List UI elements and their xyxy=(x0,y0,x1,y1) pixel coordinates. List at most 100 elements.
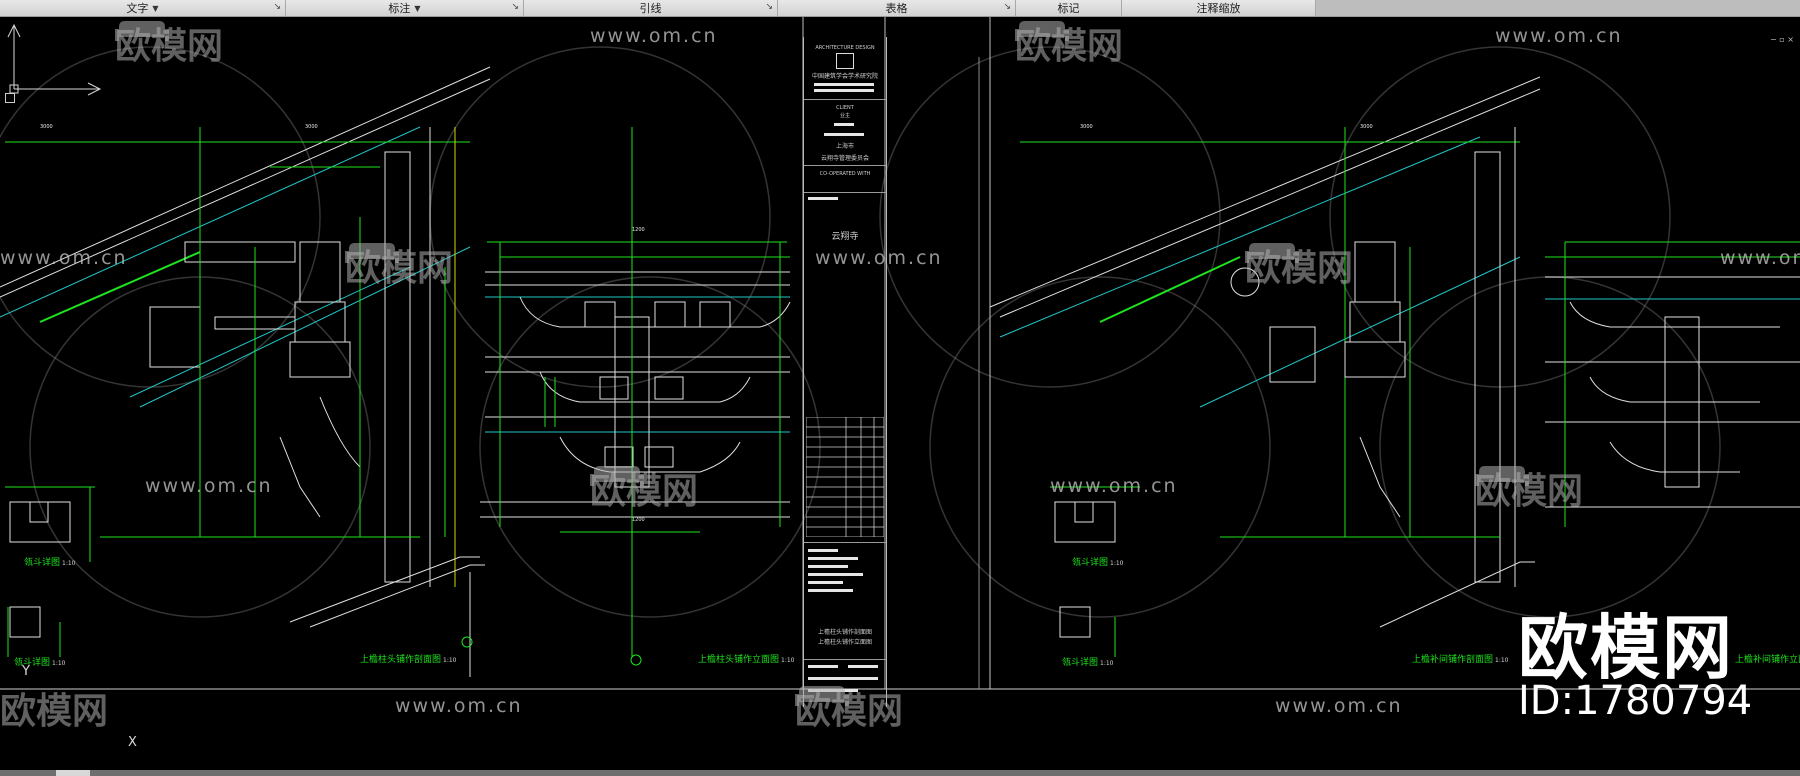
drawing-label: 上檐补间铺作立面图 xyxy=(1735,655,1800,665)
coop-label-en: CO-OPERATED WITH xyxy=(819,171,871,177)
panel-dimension-label: 标注 xyxy=(388,2,411,15)
separator xyxy=(804,165,886,166)
watermark-brand: 欧模网 xyxy=(1245,239,1353,291)
panel-markup-label: 标记 xyxy=(1057,2,1080,15)
panel-table-label: 表格 xyxy=(885,2,908,15)
separator xyxy=(804,192,886,193)
cad-drawing xyxy=(0,17,1800,690)
watermark-brand: 欧模网 xyxy=(590,462,698,514)
sofa-logo-icon xyxy=(590,466,644,486)
brand-id-text: ID:1780794 xyxy=(1518,678,1753,724)
firm-name-en: ARCHITECTURE DESIGN xyxy=(815,45,875,51)
brand-logo-text: 欧模网 xyxy=(1518,607,1734,689)
redacted-bar xyxy=(808,549,838,552)
redacted-bar xyxy=(814,89,874,92)
dimension-text: 3000 xyxy=(40,124,53,130)
sofa-logo-icon xyxy=(345,243,399,263)
revision-table xyxy=(806,417,884,537)
redacted-bar xyxy=(808,197,838,200)
watermark-brand: 欧模网 xyxy=(795,682,903,734)
panel-leader-label: 引线 xyxy=(639,2,662,15)
redacted-bar xyxy=(824,133,864,136)
redacted-bar xyxy=(834,123,854,126)
redacted-bar xyxy=(808,677,878,680)
redacted-bar xyxy=(808,589,853,592)
sofa-logo-icon xyxy=(795,686,849,706)
panel-annotation-scaling[interactable]: 注释缩放 xyxy=(1122,0,1316,16)
redacted-bar xyxy=(808,581,843,584)
separator xyxy=(804,542,886,543)
client-city: 上海市 xyxy=(835,143,854,150)
panel-text-label: 文字 xyxy=(126,2,149,15)
dialog-launcher-icon[interactable]: ↘ xyxy=(765,2,773,12)
panel-markup[interactable]: 标记 xyxy=(1016,0,1122,16)
chevron-down-icon[interactable]: ▼ xyxy=(414,3,421,13)
watermark-brand: 欧模网 xyxy=(1475,462,1583,514)
sofa-logo-icon xyxy=(1475,466,1529,486)
dimension-text: 3000 xyxy=(1360,124,1373,130)
watermark-url: www.om.cn xyxy=(145,475,273,497)
panel-text[interactable]: 文字 ▼ ↘ xyxy=(0,0,286,16)
panel-dimension[interactable]: 标注 ▼ ↘ xyxy=(286,0,524,16)
right-section-drawing xyxy=(989,76,1800,657)
sofa-logo-icon xyxy=(1015,21,1069,41)
watermark-url: www.om.cn xyxy=(815,247,943,269)
redacted-bar xyxy=(808,665,838,668)
watermark-url: www.om.cn xyxy=(1050,475,1178,497)
dialog-launcher-icon[interactable]: ↘ xyxy=(273,2,281,12)
sofa-logo-icon xyxy=(115,21,169,41)
ucs-icon xyxy=(7,23,102,96)
separator xyxy=(804,99,886,100)
watermark-url: www.om.cn xyxy=(0,247,128,269)
watermark-url: www.om.cn xyxy=(1275,695,1403,717)
separator xyxy=(804,659,886,660)
watermark-brand: 欧模网 xyxy=(345,239,453,291)
watermark-url: www.om.cn xyxy=(1720,247,1800,269)
watermark-brand: 欧模网 xyxy=(115,17,223,69)
watermark-url: www.om.cn xyxy=(1495,25,1623,47)
ribbon-filler xyxy=(1316,0,1800,16)
dimension-text: 3000 xyxy=(1080,124,1093,130)
watermark-url: www.om.cn xyxy=(395,695,523,717)
left-section-drawing xyxy=(0,66,491,677)
dimension-text: 3000 xyxy=(305,124,318,130)
redacted-bar xyxy=(808,573,863,576)
ribbon-panel-bar: 文字 ▼ ↘ 标注 ▼ ↘ 引线 ↘ 表格 ↘ 标记 注释缩放 xyxy=(0,0,1800,17)
ucs-x-label: X xyxy=(128,735,137,750)
dimension-text: 1200 xyxy=(632,517,645,523)
firm-logo-icon xyxy=(836,53,854,69)
dialog-launcher-icon[interactable]: ↘ xyxy=(511,2,519,12)
redacted-bar xyxy=(814,83,874,86)
client-name: 云翔寺管理委员会 xyxy=(820,155,869,162)
chevron-down-icon[interactable]: ▼ xyxy=(152,3,159,13)
dialog-launcher-icon[interactable]: ↘ xyxy=(1003,2,1011,12)
panel-table[interactable]: 表格 ↘ xyxy=(778,0,1016,16)
client-label-en: CLIENT xyxy=(836,105,854,111)
ucs-y-label: Y xyxy=(22,664,30,679)
redacted-bar xyxy=(808,557,858,560)
firm-name-cn: 中国建筑学会学术研究院 xyxy=(811,73,878,80)
watermark-url: www.om.cn xyxy=(590,25,718,47)
panel-leader[interactable]: 引线 ↘ xyxy=(524,0,778,16)
watermark-brand: 欧模网 xyxy=(1015,17,1123,69)
title-block: ARCHITECTURE DESIGN 中国建筑学会学术研究院 CLIENT 业… xyxy=(803,37,887,707)
drawing-title-1: 上檐柱头铺作剖面图 xyxy=(817,629,872,636)
layout-tab-bar xyxy=(0,770,1800,776)
drawing-canvas[interactable]: ARCHITECTURE DESIGN 中国建筑学会学术研究院 CLIENT 业… xyxy=(0,17,1800,776)
client-label-cn: 业主 xyxy=(839,113,850,119)
left-elevation-drawing xyxy=(480,127,791,666)
panel-annotation-scaling-label: 注释缩放 xyxy=(1196,2,1241,15)
drawing-title-2: 上檐柱头铺作立面图 xyxy=(817,639,872,646)
window-controls[interactable]: − ▫ × xyxy=(1770,35,1794,44)
dimension-text: 1200 xyxy=(632,227,645,233)
layout-tab[interactable] xyxy=(56,770,90,776)
watermark-brand: 欧模网 xyxy=(0,691,109,732)
project-name: 云翔寺 xyxy=(831,232,859,242)
